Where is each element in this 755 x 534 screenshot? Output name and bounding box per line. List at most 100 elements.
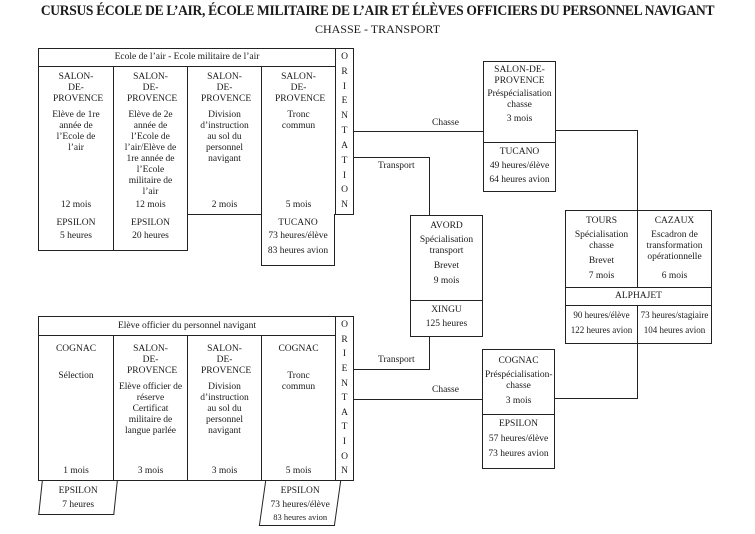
duration-label: 2 mois (211, 200, 238, 210)
desc-label: Elève de 2e année de l’Ecole de l’air/El… (124, 110, 177, 197)
place-label: AVORD (430, 221, 463, 231)
orientation-letter: I (342, 349, 347, 360)
duration-label: 5 mois (285, 466, 312, 476)
bottom-track-box: Elève officier du personnel navigant COG… (38, 316, 336, 481)
orientation-letter: N (341, 378, 348, 389)
orientation-letter: R (341, 66, 348, 77)
orientation-letter: T (341, 155, 348, 166)
place-label: SALON-DE-PROVENCE (53, 72, 104, 104)
aircraft-hours-avion: 83 heures avion (267, 246, 329, 256)
top-track-box: Ecole de l’air - Ecole militaire de l’ai… (38, 48, 336, 215)
aircraft-hours: 73 heures/stagiaire (640, 310, 709, 320)
bottom-aircraft-epsilon-1: EPSILON 7 heures (38, 481, 118, 515)
aircraft-hours: 57 heures/élève (488, 434, 549, 444)
bottom-col-2: SALON-DE-PROVENCE Elève officier de rése… (114, 336, 188, 480)
extra-label: Brevet (588, 256, 615, 266)
place-label: SALON-DE-PROVENCE (275, 72, 326, 104)
label-bottom-transport: Transport (378, 355, 415, 365)
bottom-col-1: COGNAC Sélection 1 mois (39, 336, 114, 480)
connector-cognac-to-tours-up (637, 343, 638, 399)
label-top-chasse: Chasse (432, 118, 459, 128)
orientation-letter: R (341, 334, 348, 345)
aircraft-hours: 49 heures/élève (489, 161, 550, 171)
duration-label: 5 mois (285, 200, 312, 210)
aircraft-name: EPSILON (130, 218, 171, 228)
place-label: CAZAUX (654, 216, 695, 226)
place-label: COGNAC (498, 356, 539, 366)
stage-avord: AVORD Spécialisation transport Brevet 9 … (410, 215, 483, 301)
orientation-letter: E (341, 96, 348, 107)
top-col-2: SALON-DE-PROVENCE Elève de 2e année de l… (114, 67, 188, 214)
desc-label: Préspécialisation-chasse (485, 370, 553, 391)
desc-label: Elève de 1re année de l’Ecole de l’air (52, 110, 100, 153)
stage-tours-hours: 90 heures/élève 122 heures avion (565, 305, 638, 344)
orientation-letter: O (341, 52, 348, 62)
aircraft-name: EPSILON (58, 486, 98, 496)
duration-label: 3 mois (137, 466, 164, 476)
place-label: SALON-DE-PROVENCE (201, 72, 252, 104)
top-col-1: SALON-DE-PROVENCE Elève de 1re année de … (39, 67, 114, 214)
place-label: SALON-DE-PROVENCE (127, 344, 178, 376)
orientation-letter: I (342, 437, 347, 448)
aircraft-name: EPSILON (498, 419, 539, 429)
aircraft-name: TUCANO (499, 147, 540, 157)
aircraft-hours: 73 heures/élève (270, 500, 330, 510)
duration-label: 7 mois (588, 271, 615, 281)
orientation-letter: A (341, 140, 348, 151)
desc-label: Spécialisation transport (419, 235, 474, 256)
orientation-letter: T (341, 393, 348, 404)
diagram-subtitle: CHASSE - TRANSPORT (314, 22, 441, 36)
duration-label: 12 mois (135, 200, 166, 210)
label-top-transport: Transport (378, 161, 415, 171)
aircraft-name: ALPHAJET (615, 291, 662, 301)
duration-label: 3 mois (506, 114, 533, 124)
orientation-letter: I (342, 81, 347, 92)
connector-bottom-transport (354, 369, 430, 370)
extra-label: Brevet (433, 261, 460, 271)
duration-label: 9 mois (433, 276, 460, 286)
orientation-letter: T (341, 126, 348, 137)
connector-top-chasse (354, 131, 483, 132)
bottom-track-header: Elève officier du personnel navigant (39, 317, 335, 336)
stage-cognac-prespecialisation: COGNAC Préspécialisation-chasse 3 mois (482, 349, 555, 415)
orientation-letter: N (341, 200, 348, 211)
place-label: SALON-DE-PROVENCE (127, 72, 178, 104)
connector-top-transport (354, 157, 430, 158)
aircraft-hours-avion: 122 heures avion (570, 325, 633, 335)
orientation-letter: O (341, 320, 348, 330)
place-label: COGNAC (278, 344, 319, 354)
desc-label: Elève officier de réserve Certificat mil… (118, 382, 183, 436)
aircraft-hours-avion: 64 heures avion (489, 175, 550, 185)
aircraft-name: XINGU (431, 305, 462, 315)
place-label: TOURS (586, 216, 617, 226)
desc-label: Préspécialisation chasse (487, 89, 552, 110)
stage-cazaux-hours: 73 heures/stagiaire 104 heures avion (637, 305, 712, 344)
orientation-letter: A (341, 407, 348, 418)
bottom-col-4: COGNAC Tronc commun 5 mois (262, 336, 335, 480)
top-track-header: Ecole de l’air - Ecole militaire de l’ai… (39, 49, 335, 67)
top-col-4: SALON-DE-PROVENCE Tronc commun 5 mois (262, 67, 335, 214)
desc-label: Sélection (58, 371, 94, 381)
aircraft-name: EPSILON (280, 486, 320, 496)
aircraft-hours-avion: 83 heures avion (273, 512, 328, 522)
connector-salon-to-tours (555, 130, 638, 131)
place-label: SALON-DE-PROVENCE (494, 65, 545, 86)
place-label: SALON-DE-PROVENCE (201, 344, 252, 376)
connector-cognac-to-tours (555, 398, 638, 399)
top-aircraft-epsilon-2: EPSILON 20 heures (113, 214, 188, 251)
aircraft-hours-avion: 73 heures avion (488, 449, 549, 459)
duration-label: 3 mois (505, 396, 532, 406)
desc-label: Division d’instruction au sol du personn… (200, 110, 249, 164)
orientation-letter: O (341, 185, 348, 196)
connector-salon-to-tours-down (637, 130, 638, 210)
aircraft-hours: 20 heures (132, 231, 169, 241)
label-bottom-chasse: Chasse (432, 385, 459, 395)
aircraft-hours: 73 heures/élève (268, 231, 328, 241)
duration-label: 3 mois (211, 466, 238, 476)
aircraft-hours: 7 heures (62, 500, 95, 510)
